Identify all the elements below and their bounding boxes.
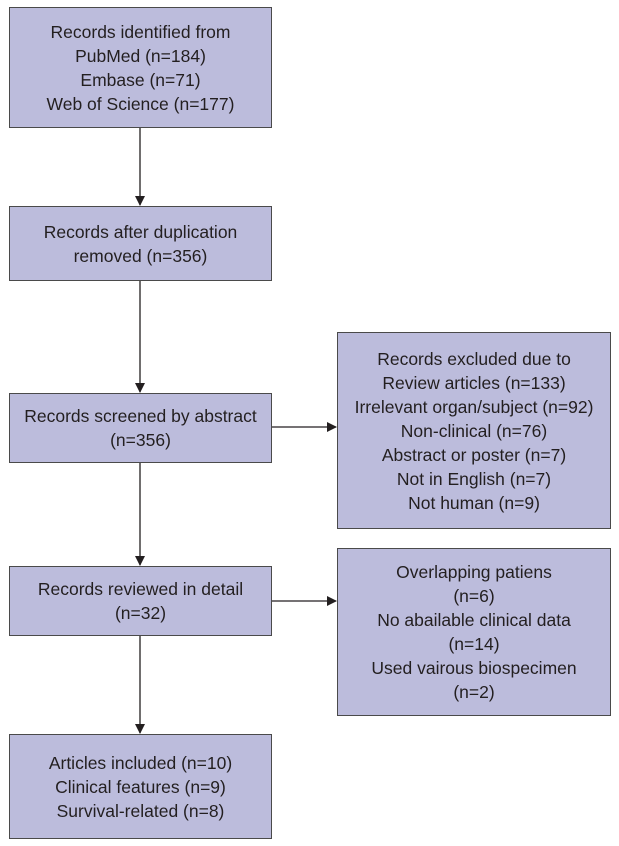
records-deduplicated-box: Records after duplication removed (n=356) [9, 206, 272, 281]
excluded2-line-1: (n=6) [453, 586, 495, 606]
excluded-line-2: Irrelevant organ/subject (n=92) [354, 396, 594, 417]
excluded-line-1: Review articles (n=133) [382, 372, 566, 393]
excluded2-line-3: (n=14) [448, 634, 500, 654]
excluded-line-6: Not human (n=9) [408, 492, 540, 513]
screened-line-0: Records screened by abstract [24, 406, 257, 426]
screened-line-1: (n=356) [110, 430, 171, 450]
identified-line-2: Embase (n=71) [80, 69, 201, 90]
excluded-line-3: Non-clinical (n=76) [400, 420, 548, 441]
full-text-excluded-box: Overlapping patiens (n=6) No abailable cli… [337, 548, 611, 716]
excluded-line-4: Abstract or poster (n=7) [381, 444, 567, 465]
included-line-2: Survival-related (n=8) [56, 800, 225, 821]
excluded2-line-4: Used vairous biospecimen [371, 658, 577, 678]
records-excluded-box: Records excluded due to Review articles (… [337, 332, 611, 529]
identified-line-1: PubMed (n=184) [75, 45, 206, 66]
reviewed-line-0: Records reviewed in detail [37, 579, 244, 599]
identified-line-3: Web of Science (n=177) [46, 93, 235, 114]
articles-included-box: Articles included (n=10) Clinical feature… [9, 734, 272, 839]
identified-line-0: Records identified from [50, 21, 231, 42]
excluded2-line-5: (n=2) [453, 682, 495, 702]
excluded-line-5: Not in English (n=7) [396, 468, 552, 489]
records-reviewed-box: Records reviewed in detail (n=32) [9, 566, 272, 636]
included-line-1: Clinical features (n=9) [55, 776, 226, 797]
reviewed-line-1: (n=32) [114, 603, 167, 623]
excluded-line-0: Records excluded due to [377, 348, 571, 369]
records-screened-box: Records screened by abstract (n=356) [9, 393, 272, 463]
dedup-line-0: Records after duplication [43, 221, 238, 242]
included-line-0: Articles included (n=10) [48, 752, 233, 773]
dedup-line-1: removed (n=356) [73, 245, 208, 266]
excluded2-line-0: Overlapping patiens [396, 562, 552, 582]
excluded2-line-2: No abailable clinical data [377, 610, 571, 630]
